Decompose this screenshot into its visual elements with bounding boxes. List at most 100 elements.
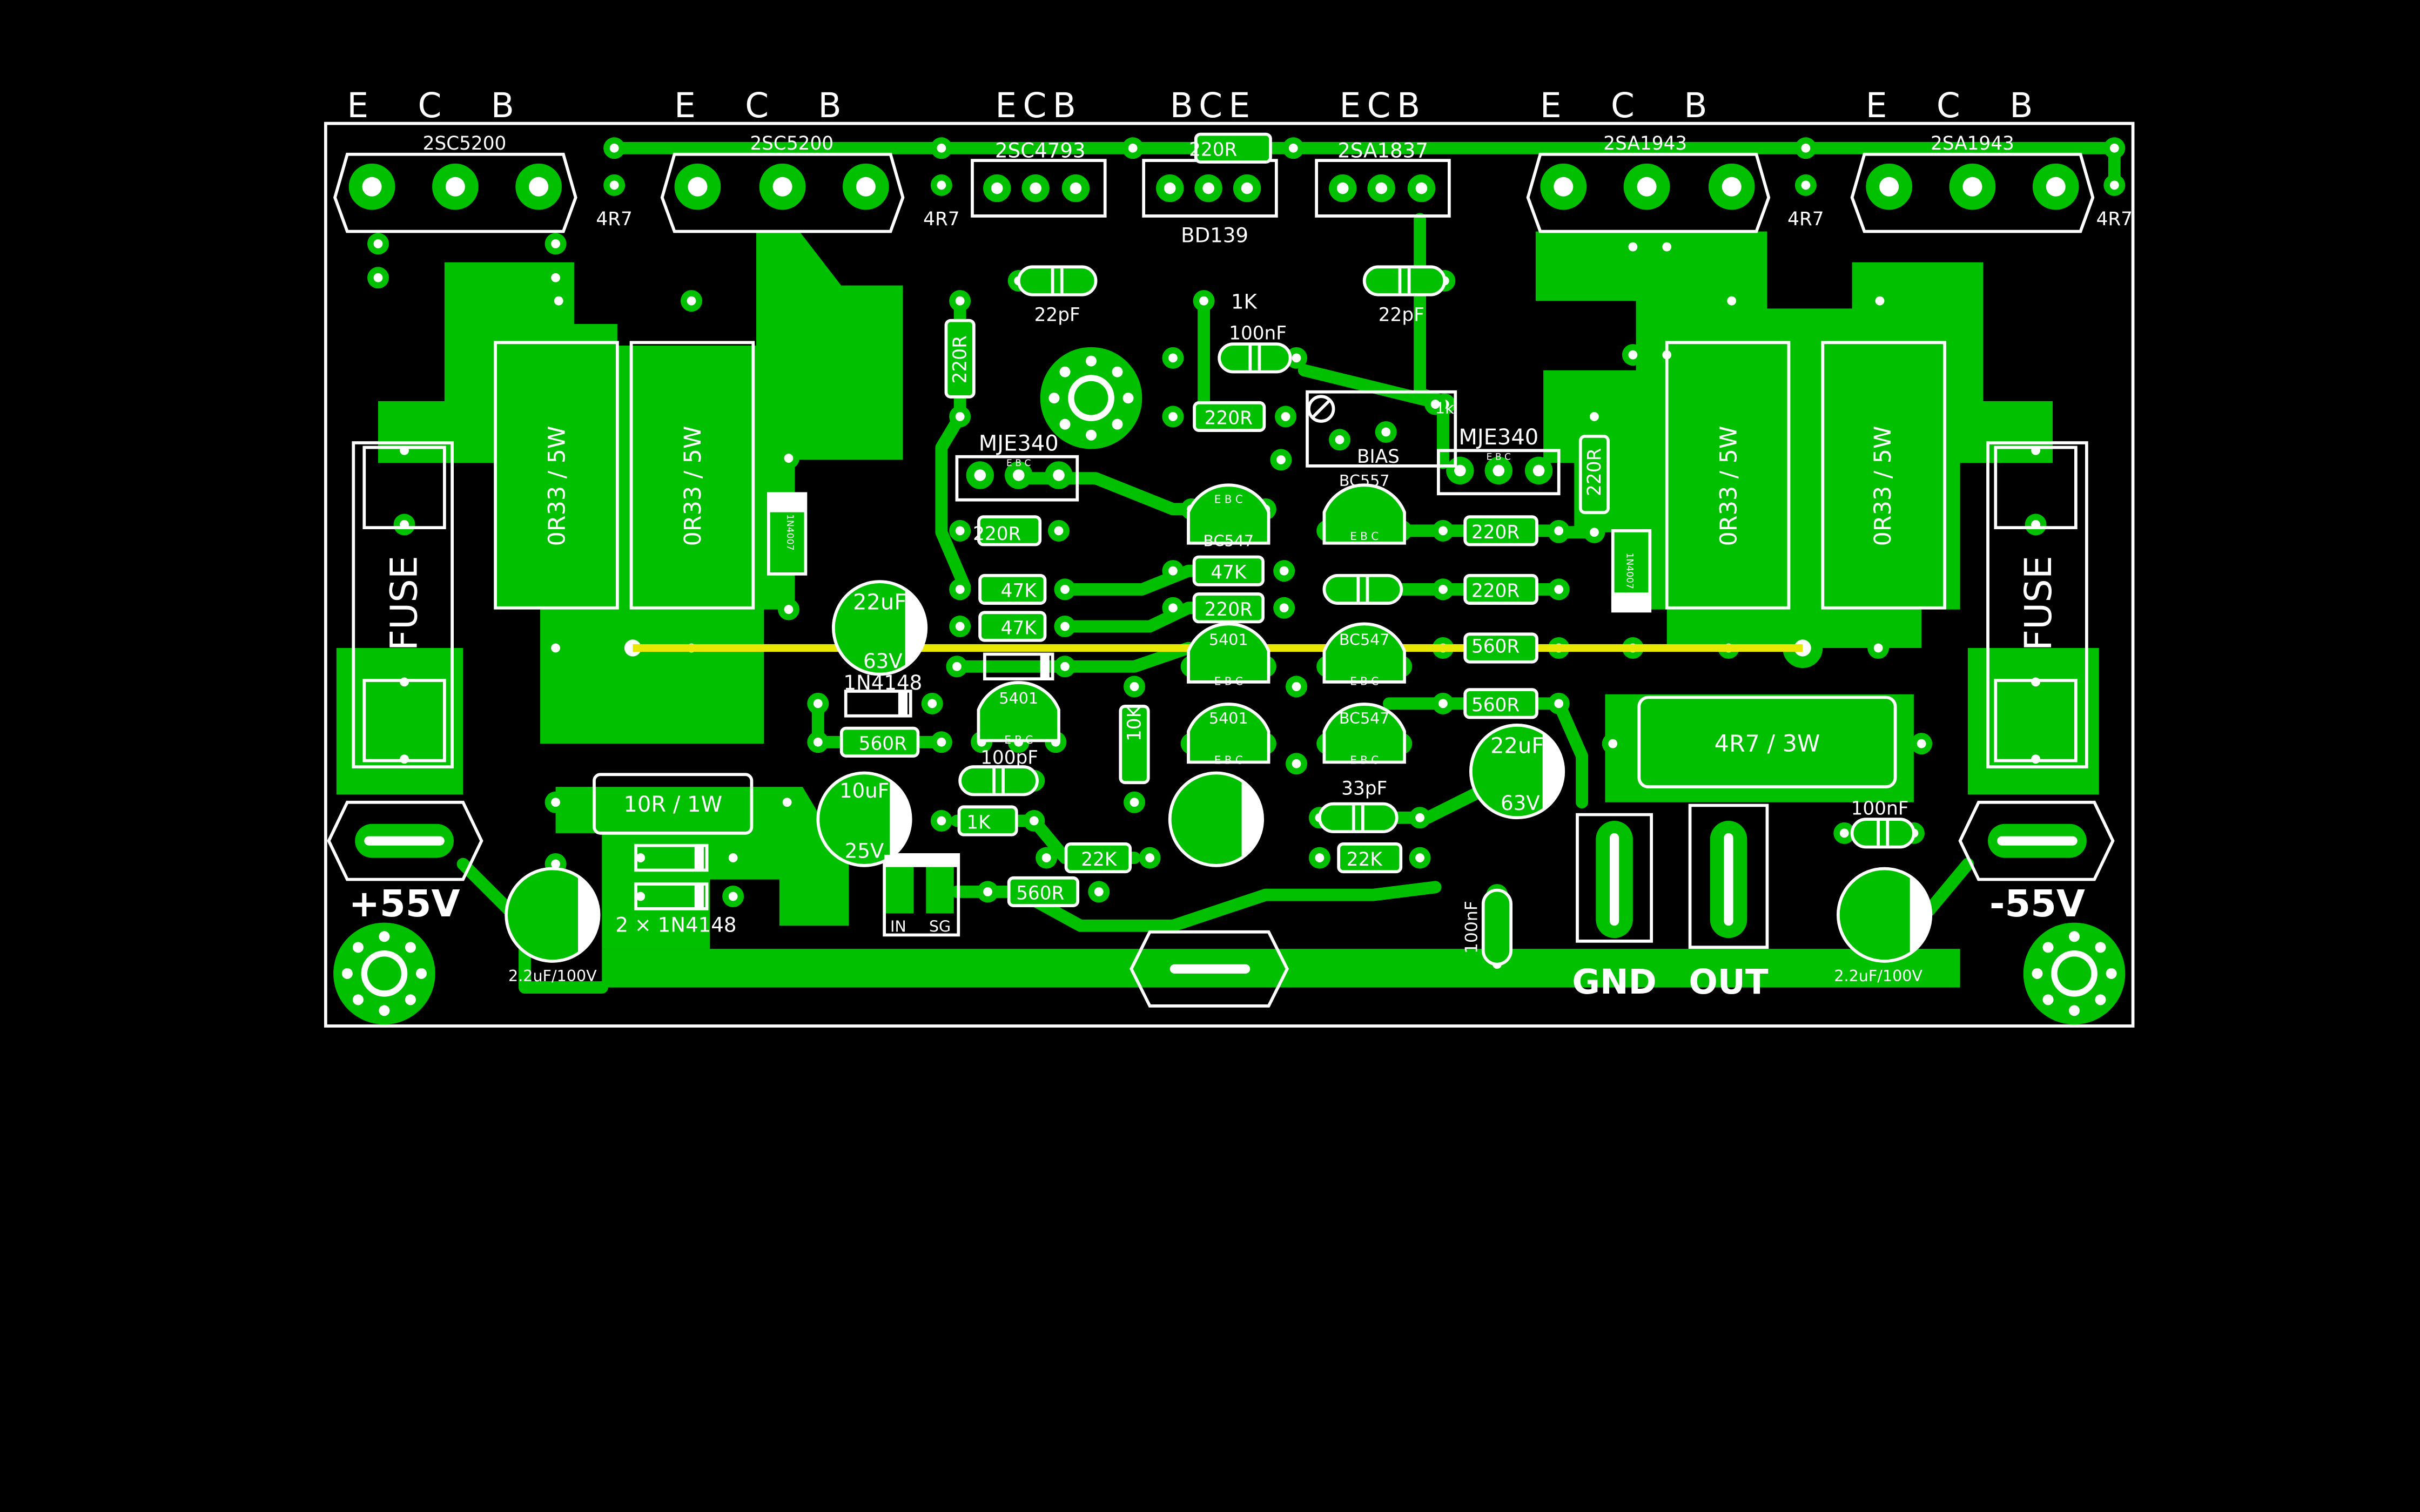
label-r-47k-c: 47K <box>1211 562 1247 583</box>
fuse-clip-1 <box>362 679 446 762</box>
label-fuse-right: FUSE <box>2017 556 2060 651</box>
mount-hole-right-via-5 <box>2042 942 2054 953</box>
label-emit4: 0R33 / 5W <box>1870 426 1897 546</box>
pad-small-3-hole <box>937 180 946 190</box>
label-out4: 2SA1943 <box>1931 133 2014 154</box>
outline-fuse-left <box>352 441 454 768</box>
pad-small-108-hole <box>636 853 646 862</box>
pad-power-9-hole <box>1879 177 1899 197</box>
pad-power-11-hole <box>2046 177 2066 197</box>
pins-vas-left: E B C <box>1006 458 1031 469</box>
diode-band-0 <box>898 691 908 716</box>
outline-r4r7 <box>1637 696 1897 788</box>
label-e2u2-l: 2.2uF/100V <box>508 967 597 985</box>
pad-small-35-hole <box>1590 412 1599 421</box>
label-emit3: 0R33 / 5W <box>1715 426 1742 546</box>
pad-to126-0-hole <box>991 182 1003 194</box>
pad-small-32-hole <box>1281 412 1290 421</box>
pad-small-41-hole <box>955 526 965 536</box>
pad-small-119-hole <box>551 643 560 653</box>
pad-small-107-hole <box>782 798 792 807</box>
label-r-22k-b: 22K <box>1347 849 1383 870</box>
mount-hole-left-via-5 <box>352 942 364 953</box>
outline-vas-right <box>1437 449 1561 496</box>
pad-to126-8-hole <box>1415 182 1428 194</box>
pad-small-14-hole <box>554 296 563 306</box>
to92-body-4 <box>977 681 1060 742</box>
board-outline <box>324 122 2135 1028</box>
label-sg: SG <box>929 917 951 936</box>
pad-small-50-hole <box>1279 566 1289 576</box>
label-r-560-b: 560R <box>1016 883 1064 905</box>
trace-supply-right <box>1923 858 1974 917</box>
pad-small-45-hole <box>955 622 965 631</box>
outline-out4 <box>1850 152 2095 233</box>
pad-to126-10-hole <box>1012 469 1025 481</box>
pad-small-40-hole <box>1381 427 1391 437</box>
label-c100n-b: 100nF <box>1462 901 1481 954</box>
electrolytic-stripe-2 <box>890 781 911 858</box>
to92-body-3 <box>1322 622 1406 684</box>
cap-body-3 <box>958 765 1039 796</box>
pad-small-104-hole <box>1839 828 1849 838</box>
label-r-left-v: 220R <box>950 335 971 383</box>
label-drv-npn: 2SC4793 <box>995 139 1086 162</box>
pad-small-83-hole <box>1029 816 1039 826</box>
mount-hole-right-via-1 <box>2095 994 2106 1005</box>
pad-to126-3-hole <box>1164 182 1176 194</box>
resistor-body-10 <box>1463 688 1538 719</box>
pad-small-68-hole <box>1554 585 1564 594</box>
fuse-clip-2 <box>1994 446 2078 529</box>
resistor-body-4 <box>978 611 1047 642</box>
pin-header-q3: ECB <box>995 86 1082 125</box>
pad-small-47-hole <box>952 662 962 671</box>
label-vas-right: MJE340 <box>1458 425 1538 450</box>
diode-body-1 <box>983 652 1054 680</box>
component-layer <box>333 132 2126 1025</box>
label-bias-text: BIAS <box>1357 446 1400 468</box>
label-v-pos: +55V <box>349 882 460 926</box>
pins-bc557: E B C <box>1350 530 1379 543</box>
label-5401-b: 5401 <box>999 689 1038 707</box>
pad-small-5-hole <box>1288 143 1298 153</box>
pad-small-112-hole <box>551 859 560 869</box>
to92-body-6 <box>1322 703 1406 764</box>
pad-small-46-hole <box>1060 622 1070 631</box>
outline-out1 <box>333 152 577 233</box>
input-pad-sg <box>926 867 954 914</box>
pad-to126-6-hole <box>1336 182 1349 194</box>
outline-vas-left <box>955 455 1079 502</box>
mount-hole-right-via-6 <box>2069 931 2080 942</box>
mount-hole-center-via-3 <box>1059 418 1071 430</box>
outline-drv-npn <box>971 159 1107 218</box>
electrolytic-body-2 <box>816 771 912 867</box>
label-e10u-v: 25V <box>845 840 884 863</box>
pad-small-12-hole <box>551 239 560 248</box>
fuse-clip-0 <box>362 446 446 529</box>
mount-hole-center-via-6 <box>1086 355 1097 367</box>
mount-hole-left-via-7 <box>405 942 416 953</box>
resistor-body-9 <box>1463 632 1538 664</box>
pin-header-q6: ECB <box>1540 86 1757 125</box>
pad-small-13-hole <box>551 273 560 282</box>
label-r-560-r: 560R <box>1471 636 1520 658</box>
copper-pour-left-output <box>444 231 903 744</box>
mount-hole-right-via-0 <box>2106 968 2117 979</box>
label-fuse-left: FUSE <box>382 556 426 651</box>
label-out2: 2SC5200 <box>750 133 833 154</box>
pin-header-q4: BCE <box>1170 86 1256 125</box>
pad-power-3-hole <box>688 177 708 197</box>
pad-small-86-hole <box>983 887 992 896</box>
pad-small-76-hole <box>937 737 946 747</box>
label-drv-pnp: 2SA1837 <box>1337 139 1428 162</box>
cap-body-5 <box>1322 573 1403 605</box>
resistor-body-2 <box>977 515 1042 546</box>
resistor-body-7 <box>1463 515 1538 546</box>
label-r-10r: 10R / 1W <box>623 792 722 817</box>
copper-pour-left-rail <box>336 648 463 795</box>
electrolytic-stripe-0 <box>905 589 926 666</box>
label-out3: 2SA1943 <box>1603 133 1687 154</box>
label-r-vas-220: 220R <box>973 523 1021 545</box>
label-e22u-a: 22uF <box>853 590 906 615</box>
outline-term-pos <box>327 800 483 881</box>
